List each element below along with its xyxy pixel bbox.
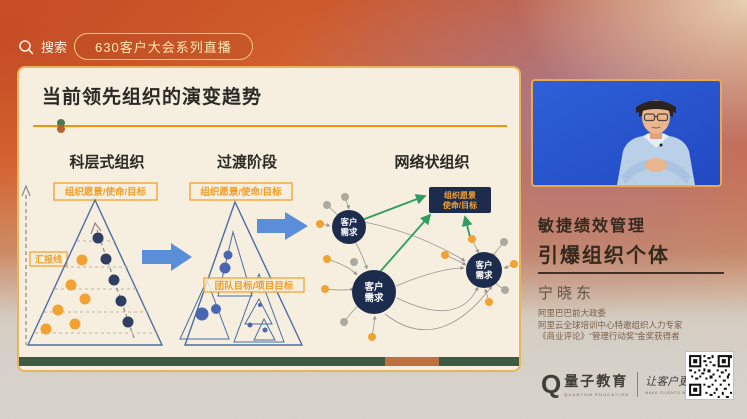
brand-name: 量子教育 <box>564 373 629 389</box>
team-dots <box>195 250 268 333</box>
credential-line: 阿里巴巴前大政委 <box>538 308 607 318</box>
stage2-heading: 过渡阶段 <box>217 153 277 171</box>
customer-need-node-2: 客户 需求 <box>352 270 396 314</box>
team-goal-label: 团队目标/项目目标 <box>203 277 305 293</box>
speaker-name: 宁晓东 <box>538 285 596 302</box>
employee-dots <box>40 254 91 335</box>
q-logo-icon: Q <box>541 369 562 399</box>
svg-text:客户: 客户 <box>363 281 383 293</box>
manager-dots <box>92 232 134 328</box>
presenter-video-frame <box>531 79 722 187</box>
slide-title: 当前领先组织的演变趋势 <box>42 87 263 108</box>
credential-line: 阿里云全球培训中心特邀组织人力专家 <box>538 319 683 330</box>
svg-text:需求: 需求 <box>364 292 384 304</box>
svg-text:客户: 客户 <box>339 217 357 227</box>
stage3-heading: 网络状组织 <box>394 153 469 171</box>
reporting-line-axis <box>21 184 31 345</box>
panel-divider <box>538 272 724 274</box>
speaker-credentials: 阿里巴巴前大政委 阿里云全球培训中心特邀组织人力专家 《商业评论》“管理行动奖”… <box>538 308 683 343</box>
org-evolution-diagram: 科层式组织 过渡阶段 网络状组织 组织愿景/使命/目标 组织愿景/使命/目标 汇… <box>21 153 518 346</box>
course-title-line1: 敏捷绩效管理 <box>538 218 647 235</box>
arrow-stage2-to-stage3 <box>257 212 308 240</box>
brand-divider <box>637 371 639 397</box>
search-label[interactable]: 搜索 <box>41 40 68 55</box>
svg-text:组织愿景: 组织愿景 <box>444 190 476 200</box>
brand-subtitle: QUANTUM EDUCATION <box>564 392 630 397</box>
network-orange-dots <box>316 220 518 341</box>
search-icon[interactable] <box>18 39 34 55</box>
reporting-line-label: 汇报线 <box>29 251 68 267</box>
channel-tag-pill[interactable]: 630客户大会系列直播 <box>74 33 253 60</box>
qr-code <box>686 352 733 399</box>
svg-text:汇报线: 汇报线 <box>35 254 62 265</box>
svg-text:需求: 需求 <box>340 227 358 237</box>
svg-text:团队目标/项目目标: 团队目标/项目目标 <box>215 280 294 292</box>
network-vision-box: 组织愿景 使命/目标 <box>429 187 491 213</box>
network-gray-dots <box>323 193 509 326</box>
svg-text:需求: 需求 <box>475 270 493 280</box>
svg-text:组织愿景/使命/目标: 组织愿景/使命/目标 <box>65 186 147 198</box>
stage1-vision-label: 组织愿景/使命/目标 <box>53 182 158 201</box>
svg-text:组织愿景/使命/目标: 组织愿景/使命/目标 <box>200 186 282 198</box>
hierarchy-triangle <box>26 198 164 346</box>
course-title-line2: 引爆组织个体 <box>538 245 670 267</box>
slide-footer-bar <box>19 357 519 366</box>
brand-slogan-sub: MAKE CLIENTS MORE VALUABLE <box>645 391 722 395</box>
arrow-stage1-to-stage2 <box>142 243 192 271</box>
slide-panel: 当前领先组织的演变趋势 科层式组织 过渡阶段 网络状组织 组织愿景/使命/目标 … <box>17 66 521 372</box>
credential-line: 《商业评论》“管理行动奖”金奖获得者 <box>538 331 680 341</box>
title-underline <box>33 125 507 127</box>
customer-need-node-3: 客户 需求 <box>466 252 502 288</box>
topbar: 搜索 630客户大会系列直播 <box>18 33 253 60</box>
presenter-figure <box>533 81 720 185</box>
stage1-heading: 科层式组织 <box>69 153 144 171</box>
svg-text:使命/目标: 使命/目标 <box>442 200 477 210</box>
customer-need-node-1: 客户 需求 <box>332 210 366 244</box>
underline-marker <box>57 119 65 133</box>
course-title: 敏捷绩效管理 引爆组织个体 <box>538 212 670 268</box>
svg-text:客户: 客户 <box>474 260 492 270</box>
stage2-vision-label: 组织愿景/使命/目标 <box>189 182 293 201</box>
